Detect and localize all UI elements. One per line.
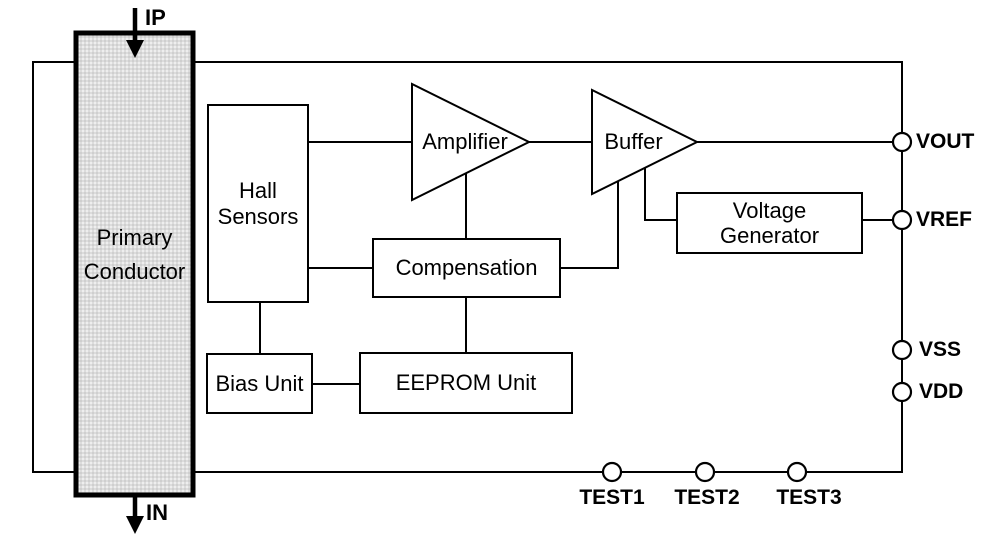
test2-pin-label: TEST2 — [674, 486, 740, 509]
test3-pin-circle — [786, 461, 808, 483]
amplifier-triangle — [411, 82, 532, 202]
hall-sensors-label-line2: Sensors — [217, 203, 299, 229]
vref-pin-circle — [891, 209, 913, 231]
vout-pin-circle — [891, 131, 913, 153]
in-terminal-label: IN — [146, 500, 168, 525]
primary-conductor-label-line1: Primary — [96, 225, 173, 250]
vdd-pin-circle — [891, 381, 913, 403]
wires — [259, 141, 902, 385]
test1-pin-label: TEST1 — [579, 486, 645, 509]
compensation-box — [372, 238, 561, 298]
vref-pin-label: VREF — [916, 208, 973, 231]
voltage-generator-label: Voltage Generator — [677, 193, 862, 253]
test3-pin-label: TEST3 — [776, 486, 842, 509]
amplifier-label: Amplifier — [422, 129, 508, 154]
bias-unit-box — [206, 353, 313, 414]
test2-pin-circle — [694, 461, 716, 483]
ip-terminal-label: IP — [145, 5, 166, 30]
in-arrow-head — [126, 516, 144, 534]
vss-pin-circle — [891, 339, 913, 361]
eeprom-unit-label: EEPROM Unit — [395, 370, 537, 395]
voltage-generator-box — [676, 192, 863, 254]
compensation-label: Compensation — [395, 255, 538, 280]
wire-compensation-buffer — [560, 176, 619, 269]
primary-conductor-label: Primary Conductor — [76, 33, 193, 495]
ip-arrow — [126, 8, 144, 58]
hall-sensors-label: Hall Sensors — [208, 105, 308, 302]
in-arrow — [126, 493, 144, 534]
primary-conductor-label-line2: Conductor — [83, 259, 186, 284]
wire-buffer-voltage-generator — [644, 164, 677, 221]
primary-conductor-box — [73, 30, 196, 498]
vss-pin-label: VSS — [919, 338, 962, 361]
ip-arrow-head — [126, 40, 144, 58]
voltage-generator-label-line2: Generator — [719, 223, 820, 248]
buffer-triangle — [591, 88, 700, 196]
vout-pin-label: VOUT — [916, 130, 975, 153]
hall-sensors-label-line1: Hall — [239, 177, 277, 203]
eeprom-unit-box — [359, 352, 573, 414]
test1-pin-circle — [601, 461, 623, 483]
voltage-generator-label-line1: Voltage — [732, 198, 807, 223]
vdd-pin-label: VDD — [919, 380, 964, 403]
buffer-label: Buffer — [604, 129, 663, 154]
bias-unit-label: Bias Unit — [215, 370, 304, 396]
chip-outline — [32, 61, 903, 473]
hall-sensors-box — [207, 104, 309, 303]
